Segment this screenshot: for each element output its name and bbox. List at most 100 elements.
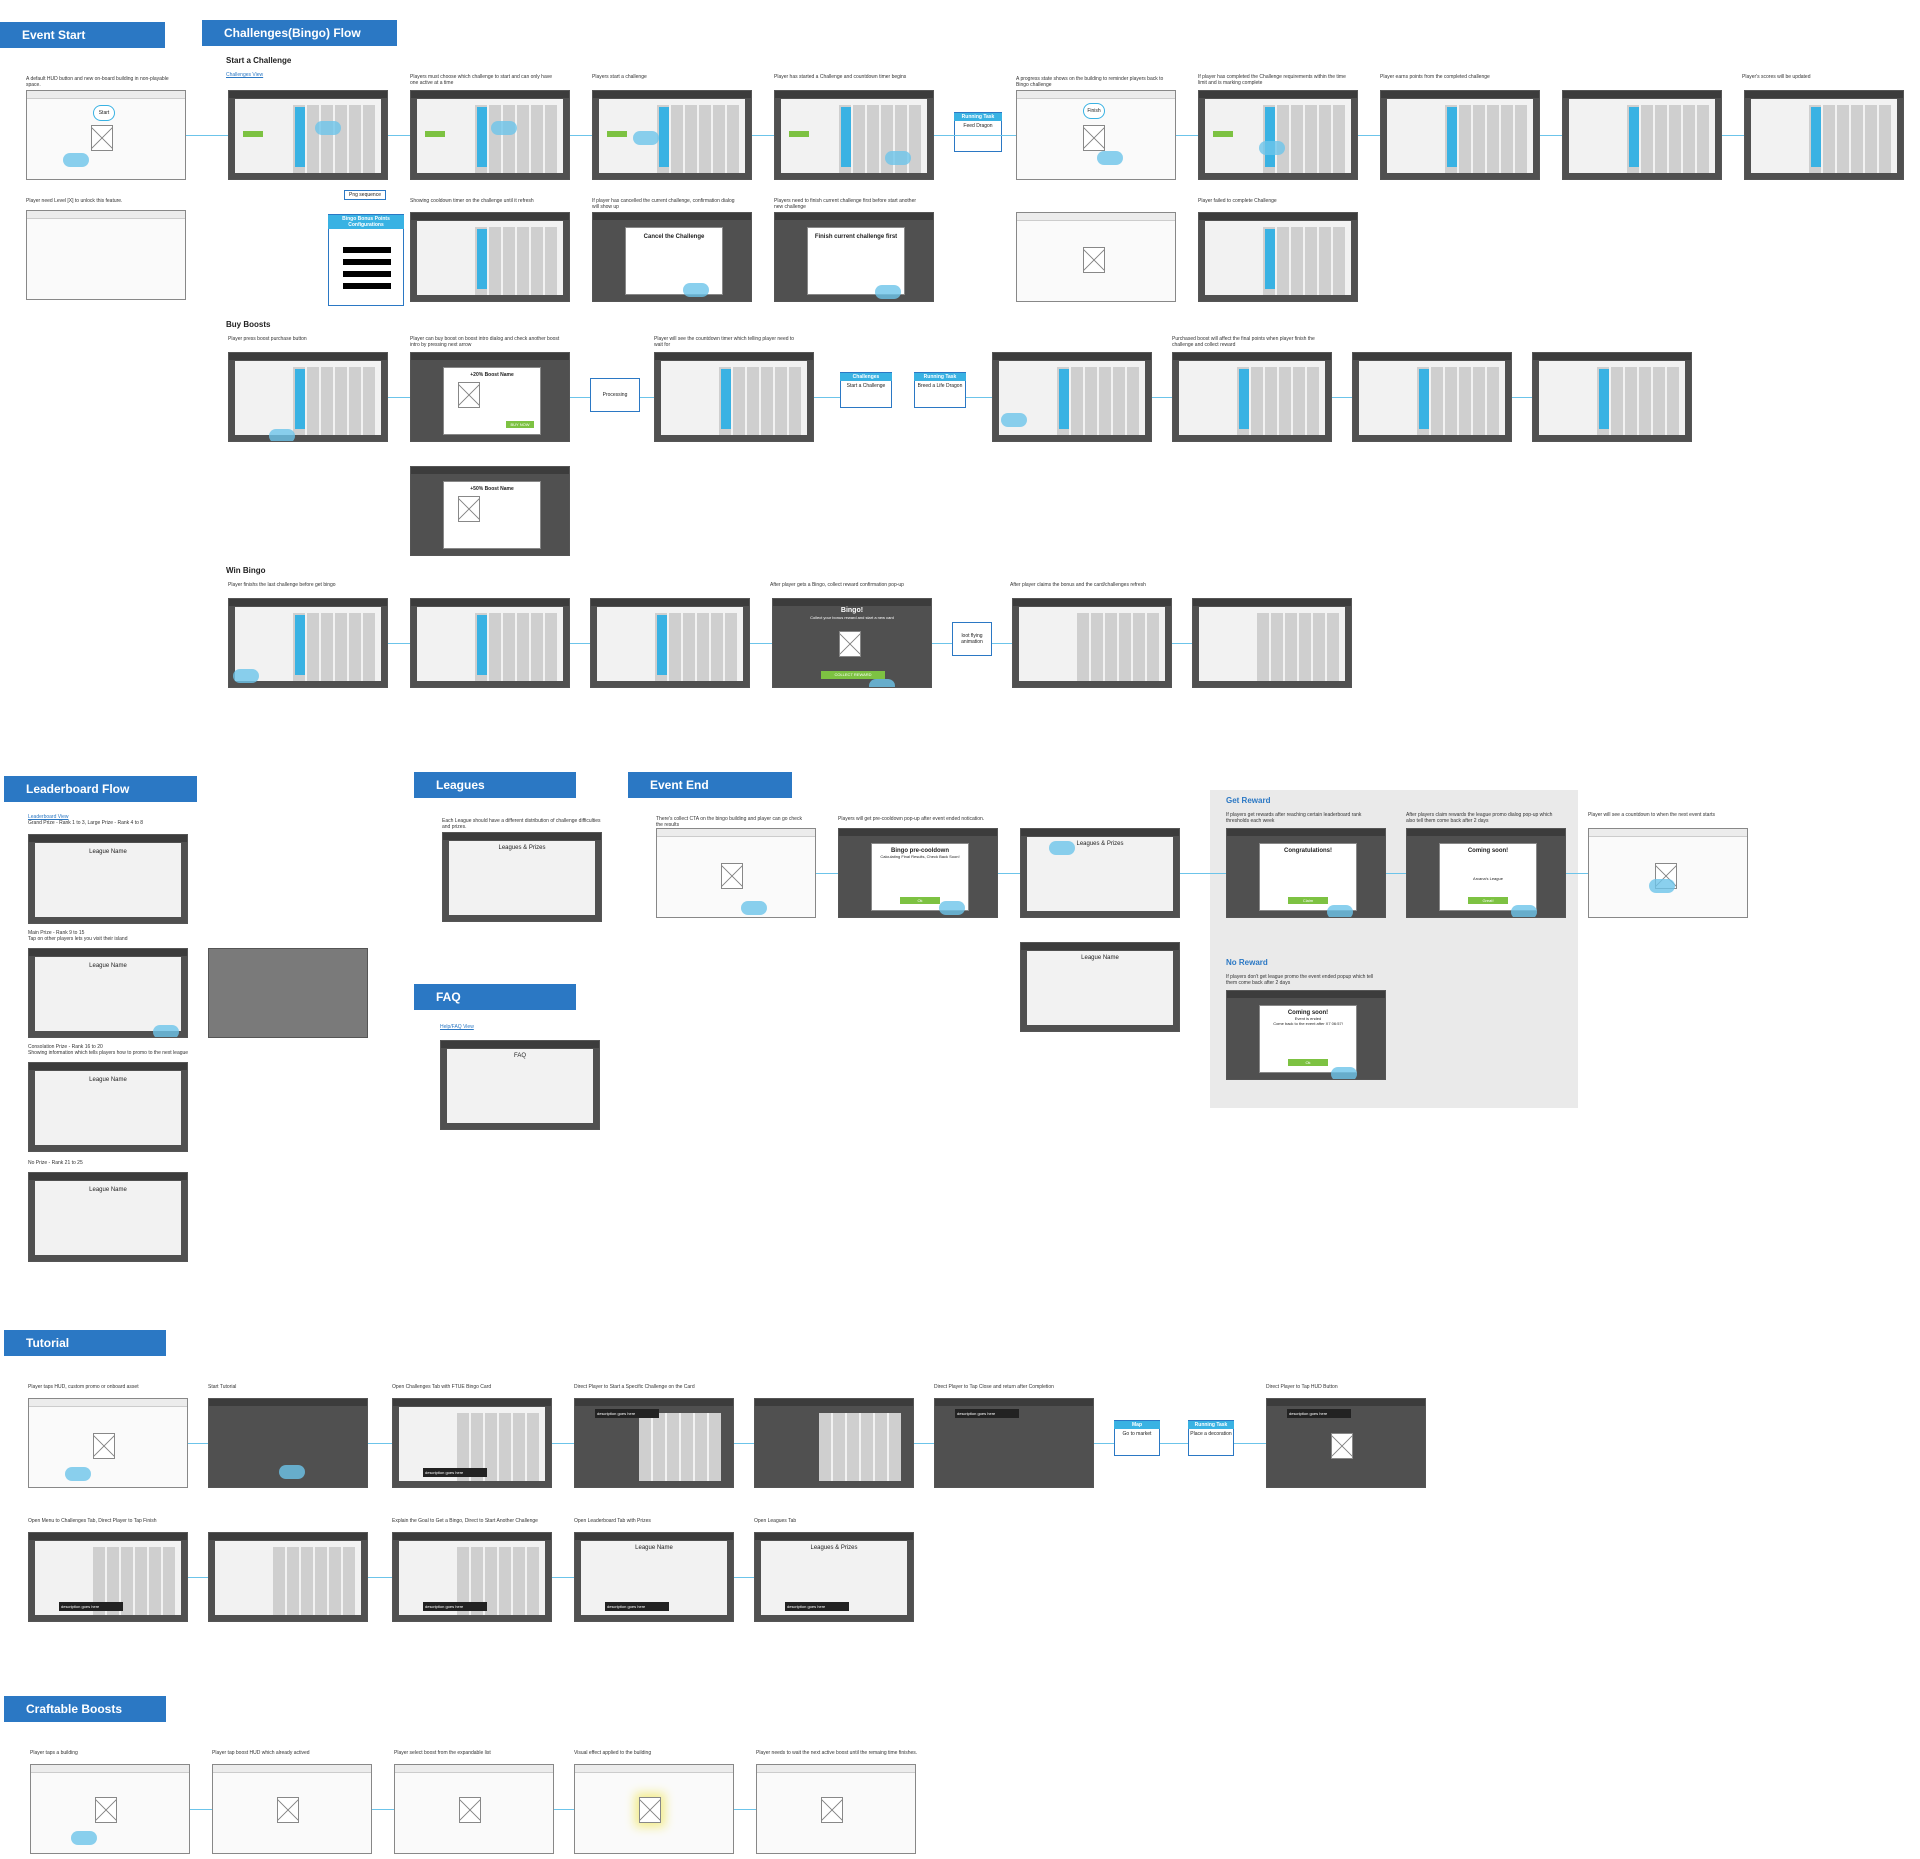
header-leaderboard-flow: Leaderboard Flow xyxy=(4,776,197,802)
link-challenges-view[interactable]: Challenges View xyxy=(226,72,264,78)
screen-lb-2: League Name xyxy=(28,948,188,1038)
screen-cb-4 xyxy=(574,1764,734,1854)
connector xyxy=(1386,873,1406,874)
note-cb3: Player select boost from the expandable … xyxy=(394,1750,491,1756)
screen-t-6: description goes here xyxy=(934,1398,1094,1488)
header-faq: FAQ xyxy=(414,984,576,1010)
connector xyxy=(1152,397,1172,398)
subheader-no-reward: No Reward xyxy=(1226,958,1268,967)
note-lg1: Each League should have a different dist… xyxy=(442,818,601,830)
connector xyxy=(570,135,592,136)
note-lb3: Consolation Prize - Rank 16 to 20 xyxy=(28,1044,103,1050)
buy-now-button[interactable]: BUY NOW xyxy=(506,421,534,428)
nr-event-ended: Event is ended xyxy=(1294,1016,1322,1021)
connector xyxy=(750,643,772,644)
box-loot-flying: loot flying animation xyxy=(952,622,992,656)
note-es1: A default HUD button and new on-board bu… xyxy=(26,76,169,88)
box-breed-life-dragon: Breed a Life Dragon xyxy=(917,383,963,389)
connector xyxy=(552,1443,574,1444)
note-w1: Player finishs the last challenge before… xyxy=(228,582,336,588)
connector xyxy=(1160,1443,1188,1444)
connector xyxy=(570,397,590,398)
box-map: Map Go to market xyxy=(1114,1420,1160,1456)
screen-ch-9 xyxy=(1744,90,1904,180)
connector xyxy=(190,1809,212,1810)
finish-bubble[interactable]: Finish xyxy=(1083,103,1105,119)
screen-t-9 xyxy=(208,1532,368,1622)
screen-ch-2 xyxy=(410,90,570,180)
connector xyxy=(932,643,952,644)
box-running-task-2-title: Running Task xyxy=(914,373,966,381)
collect-reward-button[interactable]: COLLECT REWARD xyxy=(821,671,885,679)
screen-b-7 xyxy=(1352,352,1512,442)
screen-t-1 xyxy=(28,1398,188,1488)
note-b4: Purchased boost will affect the final po… xyxy=(1172,336,1315,348)
subheader-buy-boosts: Buy Boosts xyxy=(226,320,271,329)
boost50-title: +50% Boost Name xyxy=(470,486,514,492)
note-c4: A progress state shows on the building t… xyxy=(1016,76,1164,88)
note-t9: Open Leaderboard Tab with Prizes xyxy=(574,1518,651,1524)
screen-b-4 xyxy=(654,352,814,442)
link-help-faq-view[interactable]: Help/FAQ View xyxy=(440,1024,474,1030)
screen-ch-6 xyxy=(1198,90,1358,180)
note-t1: Player taps HUD, custom promo or onboard… xyxy=(28,1384,139,1390)
screen-event-start-2 xyxy=(26,210,186,300)
bingo-title: Bingo! xyxy=(840,607,864,614)
precooldown-ok-button[interactable]: Ok xyxy=(900,897,940,904)
screen-faq: FAQ xyxy=(440,1040,600,1130)
note-cb5: Player needs to wait the next active boo… xyxy=(756,1750,918,1756)
congratulations-title: Congratulations! xyxy=(1284,848,1332,854)
note-c9: If player has cancelled the current chal… xyxy=(592,198,735,210)
connector xyxy=(640,397,654,398)
connector xyxy=(1234,1443,1266,1444)
leagues-prizes-title: Leagues & Prizes xyxy=(498,845,546,851)
connector xyxy=(1332,397,1352,398)
screen-event-start-1: Start xyxy=(26,90,186,180)
screen-ch-3 xyxy=(592,90,752,180)
screen-w-2 xyxy=(410,598,570,688)
header-event-start: Event Start xyxy=(0,22,165,48)
screen-ch-14 xyxy=(1198,212,1358,302)
nr-ok-button[interactable]: Ok xyxy=(1288,1059,1328,1066)
screen-b-1 xyxy=(228,352,388,442)
connector xyxy=(734,1443,754,1444)
note-t6: Direct Player to Tap HUD Button xyxy=(1266,1384,1338,1390)
claim-button[interactable]: Claim xyxy=(1288,897,1328,904)
great-button[interactable]: Great! xyxy=(1468,897,1508,904)
connector xyxy=(752,135,774,136)
note-lb2: Main Prize - Rank 9 to 15 xyxy=(28,930,85,936)
screen-w-5 xyxy=(1012,598,1172,688)
link-leaderboard-view[interactable]: Leaderboard View xyxy=(28,814,69,820)
connector xyxy=(388,643,410,644)
connector xyxy=(1172,643,1192,644)
connector xyxy=(388,135,410,136)
precooldown-title: Bingo pre-cooldown xyxy=(891,848,949,854)
screen-ee-4: League Name xyxy=(1020,942,1180,1032)
connector xyxy=(734,1577,754,1578)
box-feed-dragon: Feed Dragon xyxy=(963,123,993,129)
note-lb3b: Showing information which tells players … xyxy=(28,1050,189,1056)
note-lb2b: Tap on other players lets you visit thei… xyxy=(28,936,128,942)
t11-league-name: League Name xyxy=(635,1545,673,1551)
note-w2: After player gets a Bingo, collect rewar… xyxy=(770,582,904,588)
nr-come-back: Come back to the event after X7 06:57! xyxy=(1273,1021,1343,1026)
connector xyxy=(554,1809,574,1810)
box-running-task-2: Running Task Breed a Life Dragon xyxy=(914,372,966,408)
note-t3: Open Challenges Tab with FTUE Bingo Card xyxy=(392,1384,492,1390)
note-c7: Player's scores will be updated xyxy=(1742,74,1811,80)
faq-title: FAQ xyxy=(513,1053,526,1059)
t7-description: description goes here xyxy=(1287,1409,1351,1418)
box-running-task-3: Running Task Place a decoration xyxy=(1188,1420,1234,1456)
connector xyxy=(552,1577,574,1578)
note-c11: Player failed to complete Challenge xyxy=(1198,198,1277,204)
t3-description: description goes here xyxy=(423,1468,487,1477)
screen-lb-island xyxy=(208,948,368,1038)
box-bingo-bonus: Bingo Bonus Points Configurations xyxy=(328,214,404,306)
connector xyxy=(372,1809,394,1810)
start-bubble[interactable]: Start xyxy=(93,105,115,121)
connector xyxy=(934,135,1016,136)
note-c6: Player earns points from the completed c… xyxy=(1380,74,1490,80)
note-c2: Players start a challenge xyxy=(592,74,647,80)
screen-ch-1 xyxy=(228,90,388,180)
box-challenges: Challenges Start a Challenge xyxy=(840,372,892,408)
